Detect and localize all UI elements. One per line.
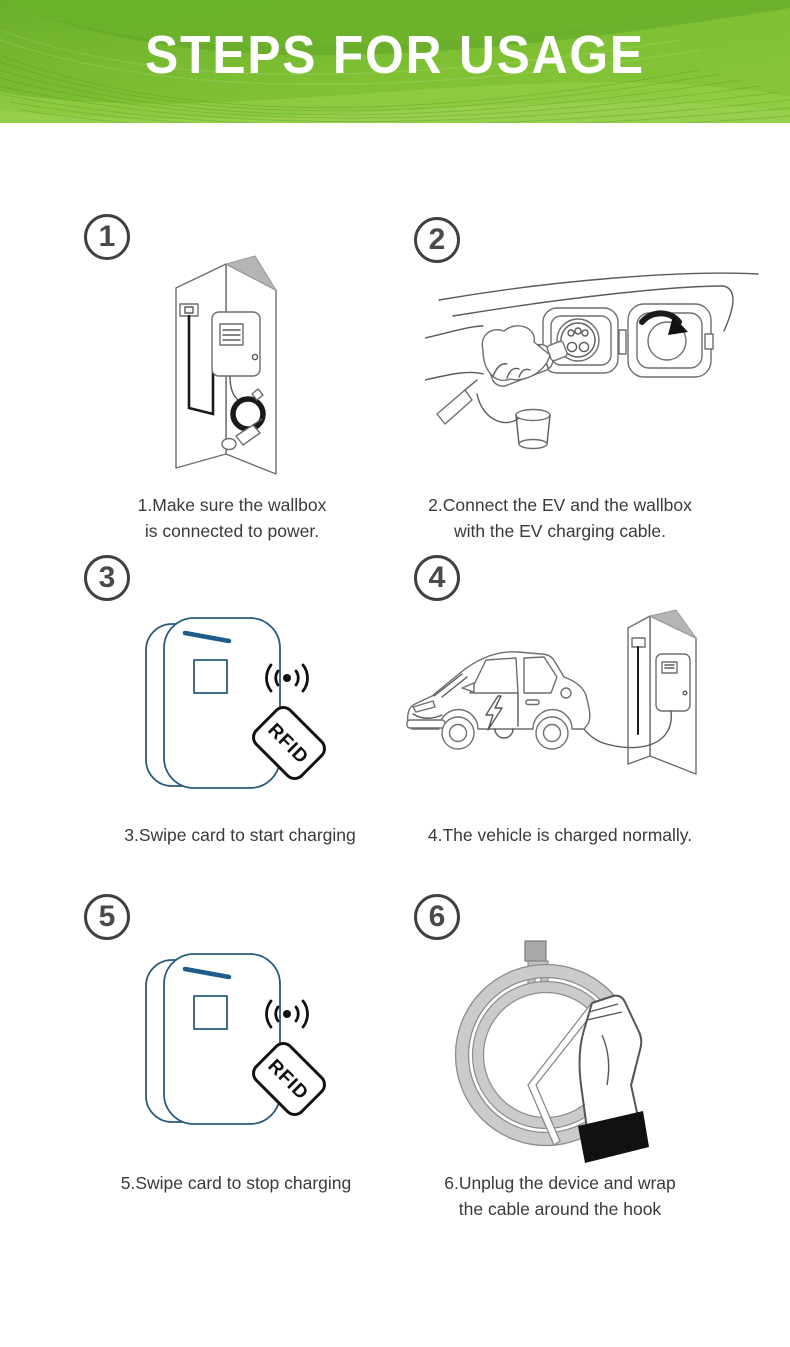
wallbox-rfid-illustration: RFID <box>145 953 326 1125</box>
wallbox-led-strip <box>182 630 232 644</box>
wallbox-screen <box>193 995 228 1030</box>
step-4-number-badge: 4 <box>414 555 460 601</box>
wallbox-rfid-illustration: RFID <box>145 617 326 789</box>
step-3-caption: 3.Swipe card to start charging <box>124 825 356 845</box>
wallbox-on-wall-illustration <box>175 255 278 475</box>
rfid-signal-icon <box>265 663 309 693</box>
step-1-caption: 1.Make sure the wallbox is connected to … <box>137 495 327 541</box>
car-charging-illustration <box>406 609 697 775</box>
step-6-number-badge: 6 <box>414 894 460 940</box>
rfid-card: RFID <box>252 1042 326 1116</box>
power-cable-line <box>187 314 215 416</box>
cable-on-hook-illustration <box>454 940 649 1163</box>
step-2-number: 2 <box>428 223 446 256</box>
plug-black-tip <box>578 1111 649 1163</box>
plug-into-ev-socket-illustration <box>425 272 759 450</box>
rotate-arrow <box>639 310 682 325</box>
page-title: STEPS FOR USAGE <box>145 25 645 85</box>
banner-waves-graphic <box>0 0 790 123</box>
step-3-number-badge: 3 <box>84 555 130 601</box>
wallbox-led-strip <box>182 966 232 980</box>
rfid-card: RFID <box>252 706 326 780</box>
step-5-caption: 5.Swipe card to stop charging <box>120 1173 352 1193</box>
step-3-number: 3 <box>98 561 116 594</box>
step-2-caption: 2.Connect the EV and the wallbox with th… <box>428 495 692 541</box>
step-6-number: 6 <box>428 900 446 933</box>
step-5-number-badge: 5 <box>84 894 130 940</box>
banner: STEPS FOR USAGE <box>0 0 790 123</box>
step-2-number-badge: 2 <box>414 217 460 263</box>
wallbox-screen <box>193 659 228 694</box>
step-4-caption: 4.The vehicle is charged normally. <box>427 825 693 845</box>
cable-end-connector <box>436 389 473 425</box>
step-1-number-badge: 1 <box>84 214 130 260</box>
lightning-bolt <box>485 695 503 731</box>
charging-connector <box>235 424 261 446</box>
wallbox-front <box>163 953 281 1125</box>
plug-holster-cup <box>515 408 551 450</box>
step-5-number: 5 <box>98 900 116 933</box>
wallbox-front <box>163 617 281 789</box>
rfid-signal-icon <box>265 999 309 1029</box>
ev-plug <box>578 994 649 1163</box>
ev-socket-receptacle <box>556 318 600 362</box>
step-4-number: 4 <box>428 561 446 594</box>
electric-car <box>406 651 591 750</box>
charge-port <box>560 687 572 699</box>
step-1-number: 1 <box>98 220 116 253</box>
step-6-caption: 6.Unplug the device and wrap the cable a… <box>444 1173 676 1219</box>
